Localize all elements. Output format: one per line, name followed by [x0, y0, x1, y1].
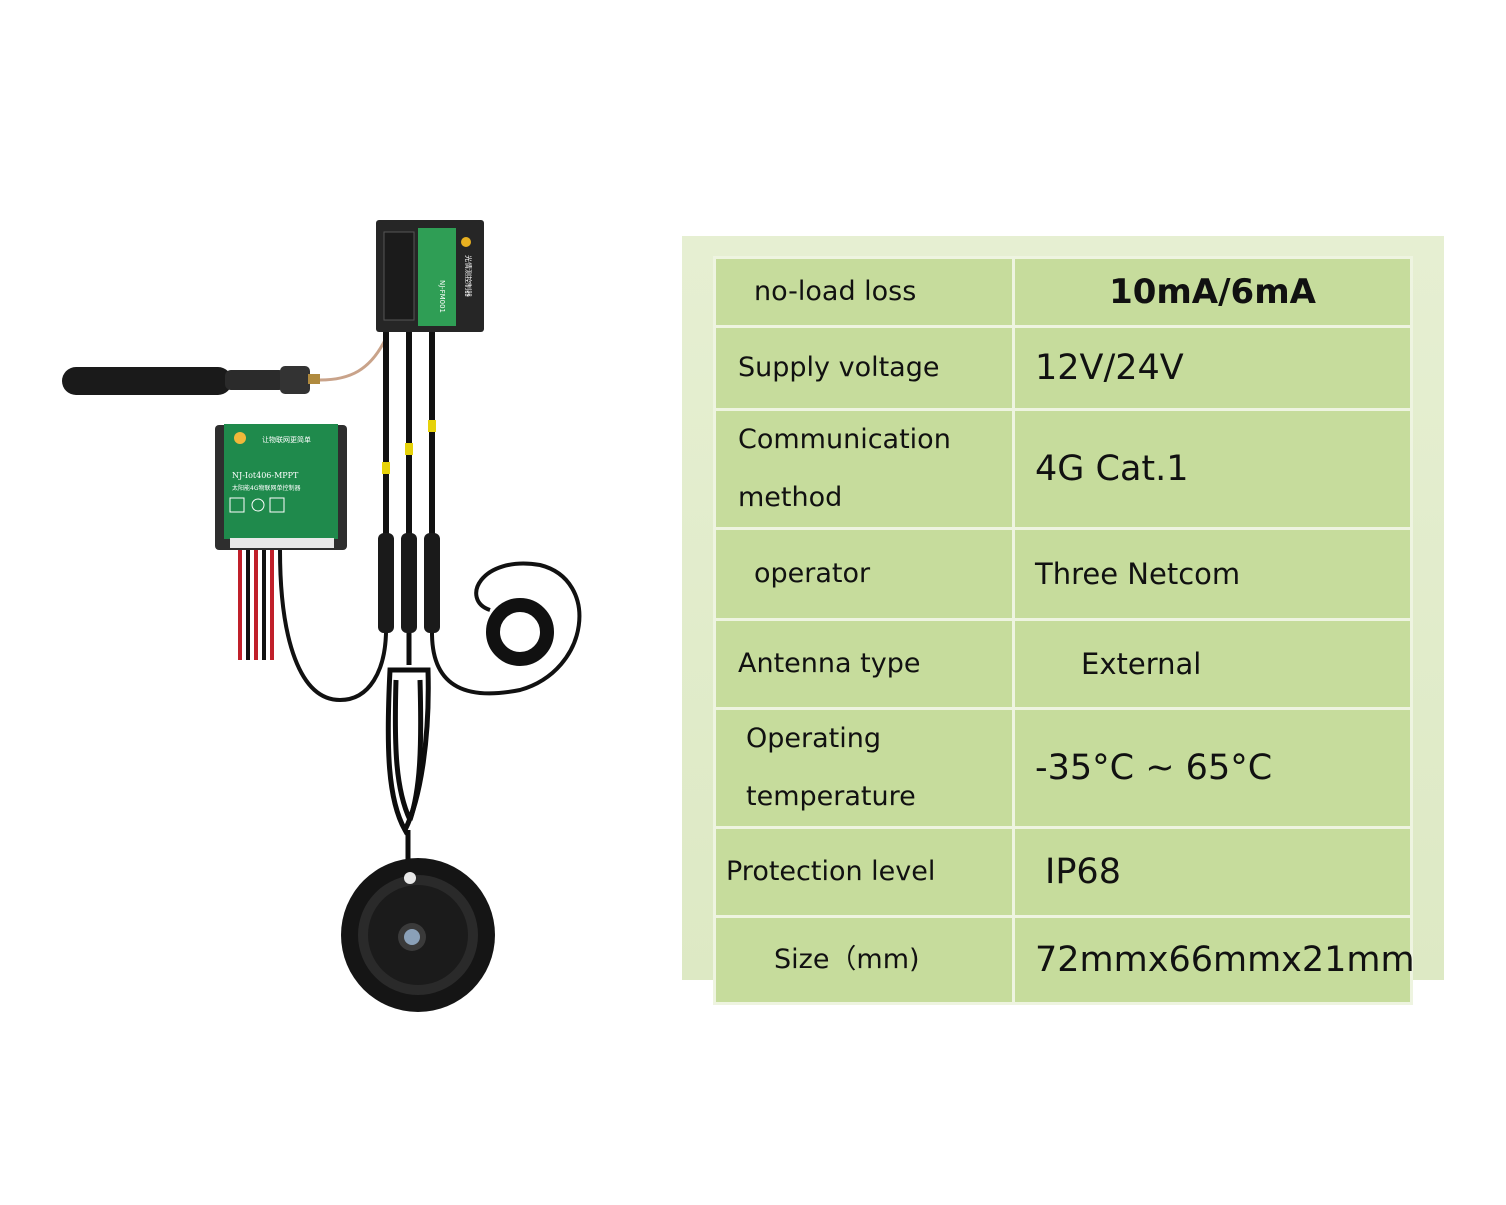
- table-row: Antenna type External: [713, 618, 1413, 710]
- spec-value: 72mmx66mmx21mm: [1012, 915, 1415, 1005]
- table-row: operator Three Netcom: [713, 527, 1413, 621]
- spec-value: IP68: [1012, 826, 1413, 918]
- spec-value: -35°C ~ 65°C: [1012, 707, 1413, 829]
- table-row: Supply voltage 12V/24V: [713, 325, 1413, 411]
- controller-wires: [238, 549, 388, 703]
- table-row: Protection level IP68: [713, 826, 1413, 918]
- table-row: Size（mm) 72mmx66mmx21mm: [713, 915, 1415, 1005]
- antenna-icon: [62, 339, 387, 395]
- spec-value: 12V/24V: [1012, 325, 1413, 411]
- camera-icon: [341, 858, 495, 1012]
- spec-value: 10mA/6mA: [1012, 256, 1413, 328]
- controller-model: NJ-Iot406-MPPT: [232, 471, 299, 480]
- coiled-cable: [385, 633, 431, 860]
- ring-sensor: [430, 561, 582, 696]
- spec-table: no-load loss 10mA/6mA Supply voltage 12V…: [713, 256, 1415, 1005]
- product-illustration: NJ-FM001 光情测控制器 让物联网更简单 NJ-Iot406-MPPT 太…: [62, 220, 582, 1012]
- spec-label: operator: [713, 527, 1015, 621]
- controller-desc: 太阳能4G物联网单控制器: [232, 484, 300, 492]
- table-row: Communication method 4G Cat.1: [713, 408, 1413, 530]
- sensor-box: NJ-FM001 光情测控制器: [376, 220, 484, 332]
- spec-label: Protection level: [713, 826, 1015, 918]
- spec-label: Communication method: [713, 408, 1015, 530]
- cable-connectors: [378, 533, 440, 633]
- table-row: Operating temperature -35°C ~ 65°C: [713, 707, 1413, 829]
- table-row: no-load loss 10mA/6mA: [713, 256, 1413, 328]
- sensor-name: 光情测控制器: [464, 255, 473, 297]
- sensor-model: NJ-FM001: [438, 280, 446, 313]
- spec-value: 4G Cat.1: [1012, 408, 1413, 530]
- spec-value: Three Netcom: [1012, 527, 1413, 621]
- spec-label: Size（mm): [713, 915, 1015, 1005]
- spec-label: Operating temperature: [713, 707, 1015, 829]
- spec-label: Antenna type: [713, 618, 1015, 710]
- mppt-controller: 让物联网更简单 NJ-Iot406-MPPT 太阳能4G物联网单控制器: [215, 424, 347, 550]
- spec-label: no-load loss: [713, 256, 1015, 328]
- spec-label: Supply voltage: [713, 325, 1015, 411]
- spec-value: External: [1012, 618, 1413, 710]
- controller-brand: 让物联网更简单: [262, 435, 311, 444]
